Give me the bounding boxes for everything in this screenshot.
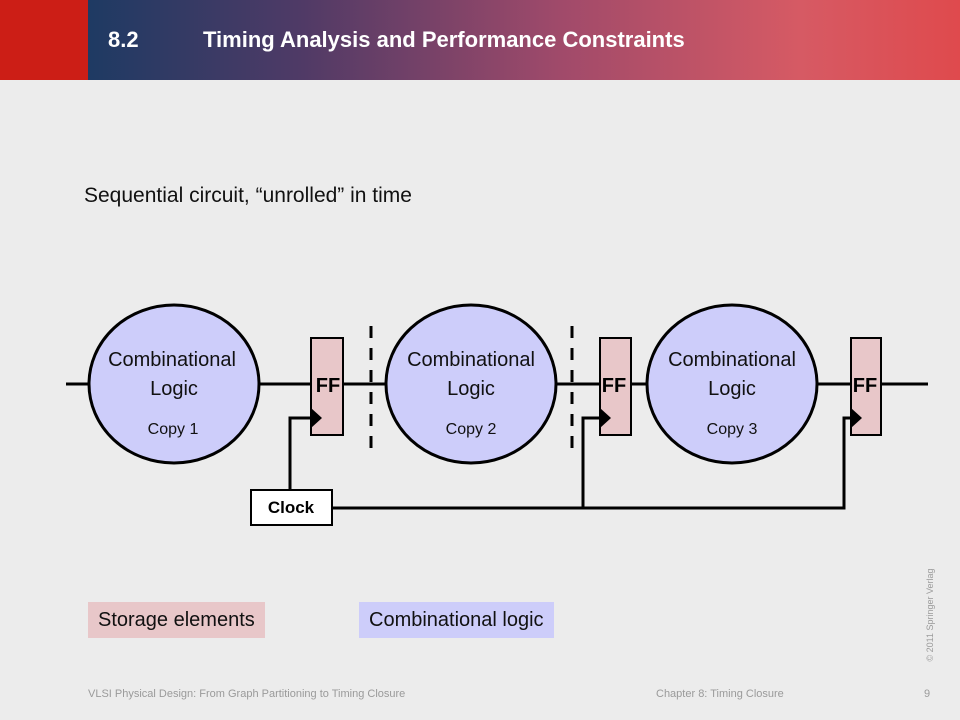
flip-flop-1-label: FF	[316, 375, 340, 397]
comb-logic-copy-2	[384, 303, 558, 465]
comb-1-title: Combinational	[108, 349, 236, 371]
clock-wire-ff1	[288, 416, 311, 490]
section-number: 8.2	[108, 27, 139, 52]
copyright-notice: © 2011 Springer Verlag	[925, 568, 935, 662]
ff1-clock-marker-icon	[311, 408, 322, 428]
legend-combinational-logic: Combinational logic	[359, 602, 554, 638]
comb-logic-copy-3	[645, 303, 819, 465]
clock-network	[288, 416, 851, 510]
flip-flop-2-label: FF	[602, 375, 626, 397]
slide-subtitle: Sequential circuit, “unrolled” in time	[84, 184, 412, 207]
clock-wire-ff3	[332, 416, 851, 510]
comb-3-title: Combinational	[668, 349, 796, 371]
comb-1-copy-label: Copy 1	[148, 421, 199, 438]
comb-1-subtitle: Logic	[150, 378, 198, 400]
ff3-clock-marker-icon	[851, 408, 862, 428]
clock-source-box	[250, 489, 333, 526]
header-accent-block	[0, 0, 88, 80]
footer-book-title: VLSI Physical Design: From Graph Partiti…	[88, 688, 406, 700]
page-number: 9	[924, 688, 931, 700]
slide-header: 8.2 Timing Analysis and Performance Cons…	[0, 0, 960, 80]
legend-storage-elements: Storage elements	[88, 602, 265, 638]
comb-3-copy-label: Copy 3	[707, 421, 758, 438]
comb-logic-copy-1	[87, 303, 261, 465]
comb-2-title: Combinational	[407, 349, 535, 371]
section-title: Timing Analysis and Performance Constrai…	[203, 27, 685, 52]
clock-label: Clock	[268, 498, 315, 517]
clock-wire-ff2	[581, 416, 600, 508]
comb-2-copy-label: Copy 2	[446, 421, 497, 438]
footer-chapter: Chapter 8: Timing Closure	[656, 688, 784, 700]
comb-3-subtitle: Logic	[708, 378, 756, 400]
flip-flop-3-label: FF	[853, 375, 877, 397]
comb-2-subtitle: Logic	[447, 378, 495, 400]
ff2-clock-marker-icon	[600, 408, 611, 428]
